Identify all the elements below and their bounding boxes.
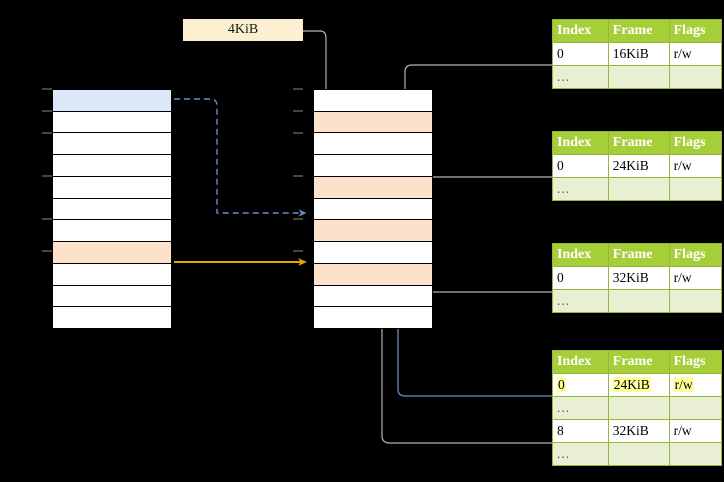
cell-frame-r0: 24KiB: [607, 373, 670, 397]
column-header-index: Index: [552, 243, 609, 267]
wire-virtual-blue-to-physical: [174, 98, 307, 217]
middle-memory-column: [313, 89, 433, 329]
cell-index-r1: ...: [552, 177, 609, 201]
cell-index-r3: ...: [552, 442, 609, 466]
highlight-mark: 24KiB: [612, 377, 651, 392]
column-header-index: Index: [552, 19, 609, 43]
cell-flags-r0: r/w: [668, 266, 723, 290]
column-header-flags: Flags: [668, 350, 723, 374]
column-header-flags: Flags: [668, 19, 723, 43]
middle-memory-cell-1: [314, 111, 432, 134]
cell-frame-r3: [607, 442, 670, 466]
left-memory-cell-3: [53, 155, 171, 177]
cell-index-r0: 0: [552, 154, 609, 178]
column-header-frame: Frame: [607, 243, 670, 267]
left-memory-cell-9: [53, 285, 171, 308]
left-memory-cell-2: [53, 133, 171, 156]
column-header-flags: Flags: [668, 243, 723, 267]
column-header-frame: Frame: [607, 19, 670, 43]
left-memory-cell-8: [53, 263, 171, 286]
middle-memory-cell-4: [314, 176, 432, 199]
left-memory-cell-1: [53, 111, 171, 134]
cell-frame-r0: 16KiB: [607, 42, 670, 66]
cell-index-r1: ...: [552, 289, 609, 313]
table-row: ...: [552, 65, 723, 89]
highlight-mark: 0: [557, 377, 566, 392]
cell-frame-r1: [607, 177, 670, 201]
left-memory-cell-10: [53, 307, 171, 329]
wire-table3-to-physical: [415, 269, 552, 293]
cell-index-r1: ...: [552, 396, 609, 420]
left-memory-cell-0: [53, 90, 171, 112]
middle-memory-cell-7: [314, 242, 432, 264]
left-memory-cell-7: [53, 242, 171, 264]
cell-flags-r0: r/w: [668, 42, 723, 66]
middle-memory-cell-10: [314, 307, 432, 329]
middle-memory-cell-9: [314, 285, 432, 308]
page-size-label: 4KiB: [183, 19, 303, 41]
table-row: ...: [552, 442, 723, 466]
middle-memory-cell-3: [314, 155, 432, 177]
cell-frame-r0: 24KiB: [607, 154, 670, 178]
cell-frame-r1: [607, 65, 670, 89]
middle-memory-cell-0: [314, 90, 432, 112]
table-row: ...: [552, 177, 723, 201]
cell-index-r0: 0: [552, 266, 609, 290]
cell-flags-r1: [668, 289, 723, 313]
cell-frame-r2: 32KiB: [607, 419, 670, 443]
wire-table2-to-physical: [415, 176, 552, 209]
left-memory-cell-6: [53, 220, 171, 243]
cell-index-r1: ...: [552, 65, 609, 89]
cell-flags-r1: [668, 177, 723, 201]
cell-flags-r1: [668, 65, 723, 89]
cell-index-r0: 0: [552, 42, 609, 66]
cell-flags-r2: r/w: [668, 419, 723, 443]
highlight-mark: r/w: [673, 377, 694, 392]
column-header-flags: Flags: [668, 131, 723, 155]
cell-flags-r3: [668, 442, 723, 466]
column-header-frame: Frame: [607, 131, 670, 155]
table-row: ...: [552, 396, 723, 420]
column-header-index: Index: [552, 350, 609, 374]
middle-memory-cell-2: [314, 133, 432, 156]
table-row: 0 24KiB r/w: [552, 373, 723, 397]
middle-memory-cell-8: [314, 263, 432, 286]
left-memory-cell-5: [53, 198, 171, 221]
column-header-frame: Frame: [607, 350, 670, 374]
table-row: ...: [552, 289, 723, 313]
left-memory-cell-4: [53, 176, 171, 199]
cell-index-r0: 0: [552, 373, 609, 397]
cell-flags-r0: r/w: [668, 154, 723, 178]
middle-memory-cell-6: [314, 220, 432, 243]
middle-memory-cell-5: [314, 198, 432, 221]
cell-frame-r1: [607, 396, 670, 420]
cell-index-r2: 8: [552, 419, 609, 443]
column-header-index: Index: [552, 131, 609, 155]
cell-flags-r1: [668, 396, 723, 420]
left-memory-column: [52, 89, 172, 329]
cell-frame-r1: [607, 289, 670, 313]
cell-frame-r0: 32KiB: [607, 266, 670, 290]
cell-flags-r0: r/w: [668, 373, 723, 397]
